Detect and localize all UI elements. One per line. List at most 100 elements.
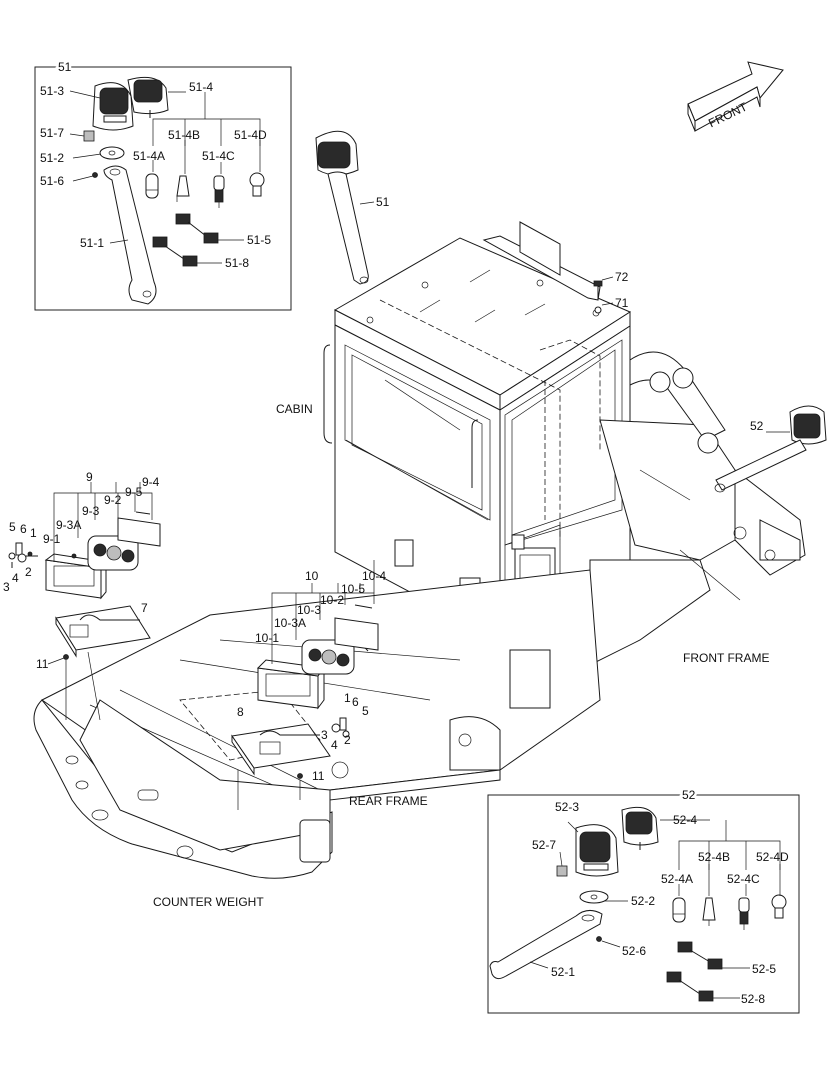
- callout-9-2: 9-2: [104, 493, 122, 507]
- callout-11-left: 11: [36, 657, 49, 671]
- bulb-51-4C: [213, 175, 225, 208]
- label-51-3: 51-3: [40, 84, 64, 98]
- work-lamp-52-4: [621, 806, 659, 850]
- harness-51-5: [175, 213, 219, 244]
- bracket-51-1: [103, 165, 157, 305]
- harness-52-5: [677, 941, 723, 970]
- callout-10: 10: [305, 569, 319, 583]
- bolt-11-center: [297, 773, 303, 779]
- callout-1-center: 1: [344, 691, 351, 705]
- front-arrow-icon: FRONT: [687, 61, 784, 132]
- label-51-5: 51-5: [247, 233, 271, 247]
- work-lamp-52-3: [575, 824, 619, 877]
- callout-10-5: 10-5: [341, 582, 365, 596]
- callout-10-3: 10-3: [297, 603, 321, 617]
- lamp-lens-9-3: [87, 535, 139, 571]
- callout-9: 9: [86, 470, 93, 484]
- callout-2-left: 2: [25, 565, 32, 579]
- callout-5-left: 5: [9, 520, 16, 534]
- work-lamp-51-3: [92, 82, 134, 131]
- bolt-72: [593, 280, 603, 300]
- callout-52: 52: [750, 419, 764, 433]
- washer-71: [594, 306, 602, 314]
- harness-51-8: [152, 236, 198, 267]
- label-51-6: 51-6: [40, 174, 64, 188]
- bulb-52-4D: [771, 894, 787, 919]
- plate-9-5: [117, 517, 161, 547]
- counter-weight-label: COUNTER WEIGHT: [153, 895, 264, 909]
- label-51-1: 51-1: [80, 236, 104, 250]
- callout-2-center: 2: [344, 733, 351, 747]
- callout-72: 72: [615, 270, 629, 284]
- cover-7: [55, 605, 151, 658]
- callout-11-center: 11: [312, 769, 325, 783]
- washer-52-2: [579, 890, 609, 904]
- label-51-4B: 51-4B: [168, 128, 200, 142]
- label-52-1: 52-1: [551, 965, 575, 979]
- work-lamp-51-4: [127, 76, 169, 118]
- label-52-4A: 52-4A: [661, 872, 693, 886]
- callout-9-5: 9-5: [125, 485, 143, 499]
- label-51-4C: 51-4C: [202, 149, 235, 163]
- callout-9-4: 9-4: [142, 475, 160, 489]
- washer-51-2: [99, 146, 125, 160]
- label-51-2: 51-2: [40, 151, 64, 165]
- callout-10-4: 10-4: [362, 569, 386, 583]
- label-52-6: 52-6: [622, 944, 646, 958]
- label-51-8: 51-8: [225, 256, 249, 270]
- lamp-lens-10-3: [301, 639, 355, 675]
- bulb-51-4B: [176, 175, 190, 202]
- label-52-5: 52-5: [752, 962, 776, 976]
- label-52-4: 52-4: [673, 813, 697, 827]
- label-52-8: 52-8: [741, 992, 765, 1006]
- bolt-51-6: [92, 172, 98, 178]
- callout-10-1: 10-1: [255, 631, 279, 645]
- bulb-52-4B: [702, 897, 716, 926]
- front-frame-label: FRONT FRAME: [683, 651, 769, 665]
- callout-7: 7: [141, 601, 148, 615]
- plate-10-5: [334, 617, 379, 651]
- label-52-3: 52-3: [555, 800, 579, 814]
- harness-52-8: [666, 971, 714, 1002]
- label-52-2: 52-2: [631, 894, 655, 908]
- label-51-4D: 51-4D: [234, 128, 267, 142]
- grommet-51-7: [83, 130, 95, 142]
- bulb-51-4D: [249, 172, 265, 197]
- callout-5-center: 5: [362, 704, 369, 718]
- bulb-52-4C: [738, 897, 750, 930]
- callout-6-left: 6: [20, 522, 27, 536]
- rear-lamp-assembly-10: [256, 604, 379, 738]
- callout-10-2: 10-2: [320, 593, 344, 607]
- grommet-52-7: [556, 865, 568, 877]
- rear-lamp-assembly-9: [8, 511, 161, 600]
- label-52-7: 52-7: [532, 838, 556, 852]
- counter-weight: [33, 699, 333, 879]
- callout-10-3A: 10-3A: [274, 616, 306, 630]
- inset-51-title: 51: [58, 60, 72, 74]
- cabin: [323, 221, 632, 641]
- label-51-7: 51-7: [40, 126, 64, 140]
- callout-51: 51: [376, 195, 390, 209]
- front-frame: [589, 351, 806, 666]
- bracket-52-1: [489, 910, 603, 980]
- label-51-4A: 51-4A: [133, 149, 165, 163]
- callout-71: 71: [615, 296, 629, 310]
- callout-3-center: 3: [321, 728, 328, 742]
- callout-9-1: 9-1: [43, 532, 61, 546]
- front-lamp-52: [714, 405, 827, 493]
- callout-4-left: 4: [12, 571, 19, 585]
- inset-51: 51: [34, 58, 292, 311]
- bolt-11: [63, 654, 69, 660]
- callout-9-3: 9-3: [82, 504, 100, 518]
- callout-6-center: 6: [352, 695, 359, 709]
- bolt-52-6: [596, 936, 602, 942]
- callout-9-3A: 9-3A: [56, 518, 81, 532]
- rear-frame-label: REAR FRAME: [349, 794, 428, 808]
- bulb-52-4A: [672, 897, 686, 923]
- label-52-4C: 52-4C: [727, 872, 760, 886]
- cover-8: [231, 723, 331, 776]
- inset-52-title: 52: [682, 788, 696, 802]
- cabin-lamp-51: [315, 130, 369, 285]
- label-52-4B: 52-4B: [698, 850, 730, 864]
